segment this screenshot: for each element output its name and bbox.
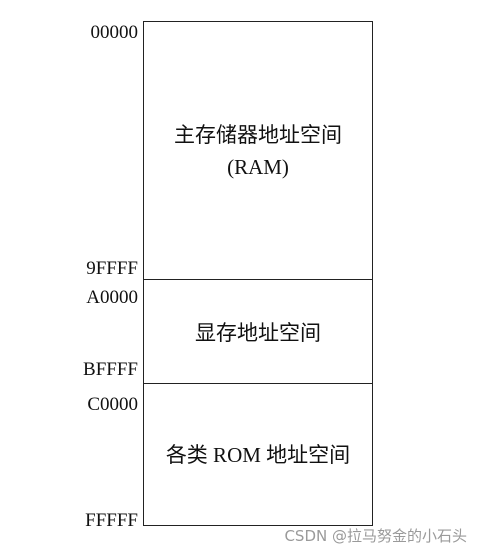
address-vram-end: BFFFF [83,359,138,380]
ram-region-sublabel: (RAM) [227,154,289,179]
watermark-text: CSDN @拉马努金的小石头 [284,527,467,545]
rom-region-label: 各类 ROM 地址空间 [165,442,351,467]
vram-rom-divider [144,383,372,384]
ram-region: 主存储器地址空间 (RAM) [144,22,372,279]
rom-region: 各类 ROM 地址空间 [144,385,372,524]
vram-region-label: 显存地址空间 [195,320,321,345]
address-vram-start: A0000 [86,287,138,308]
address-ram-start: 00000 [90,22,139,43]
address-rom-start: C0000 [87,394,138,415]
ram-vram-divider [144,279,372,280]
address-rom-end: FFFFF [85,510,138,531]
vram-region: 显存地址空间 [144,281,372,384]
ram-region-label: 主存储器地址空间 [174,122,342,147]
address-ram-end: 9FFFF [86,258,138,279]
memory-map-box: 主存储器地址空间 (RAM) 显存地址空间 各类 ROM 地址空间 [143,21,373,526]
